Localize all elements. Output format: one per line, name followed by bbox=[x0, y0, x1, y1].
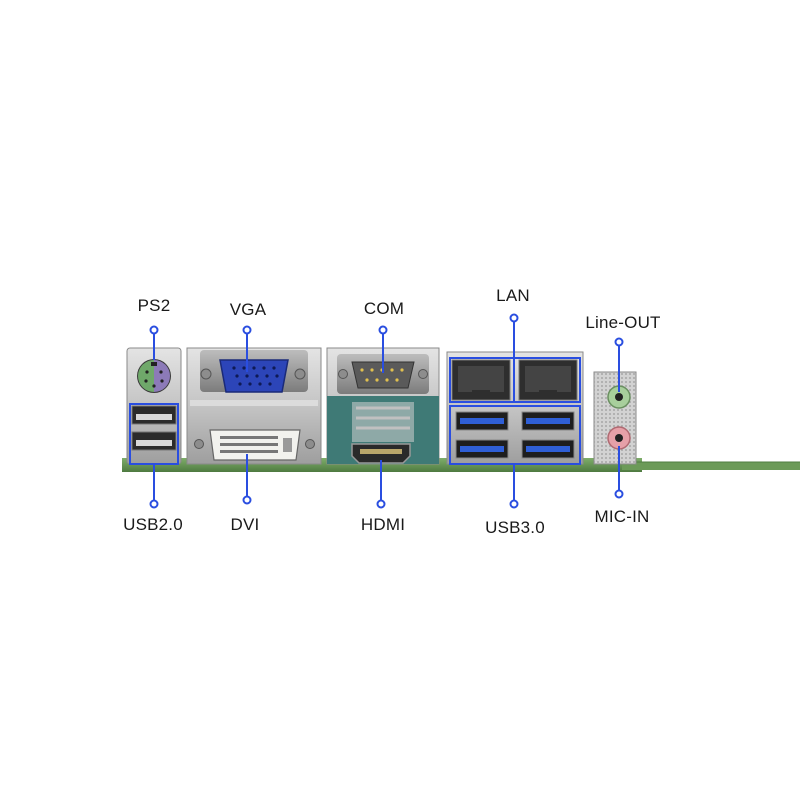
usb3-label: USB3.0 bbox=[485, 518, 545, 537]
usb2-port-icon bbox=[131, 405, 177, 451]
hdmi-port-icon bbox=[351, 443, 411, 464]
vga-dvi-stack bbox=[186, 347, 322, 465]
com-label: COM bbox=[363, 299, 405, 318]
audio-stack bbox=[593, 371, 637, 465]
vga-port-icon bbox=[200, 359, 306, 393]
usb3-port-icon bbox=[455, 411, 575, 459]
hdmi-label: HDMI bbox=[360, 515, 406, 534]
ps2-usb2-stack bbox=[126, 347, 182, 465]
rj45-port-icon bbox=[451, 359, 578, 401]
line-out-label: Line-OUT bbox=[585, 313, 661, 332]
lan-label: LAN bbox=[496, 286, 530, 305]
ps2-port-icon bbox=[137, 359, 171, 393]
dvi-port-icon bbox=[194, 429, 315, 461]
usb2-label: USB2.0 bbox=[123, 515, 183, 534]
ps2-label: PS2 bbox=[137, 296, 171, 315]
dvi-label: DVI bbox=[230, 515, 260, 534]
com-port-icon bbox=[338, 361, 428, 389]
mic-in-label: MIC-IN bbox=[594, 507, 650, 526]
vga-label: VGA bbox=[229, 300, 267, 319]
callout-lines bbox=[149, 313, 624, 509]
